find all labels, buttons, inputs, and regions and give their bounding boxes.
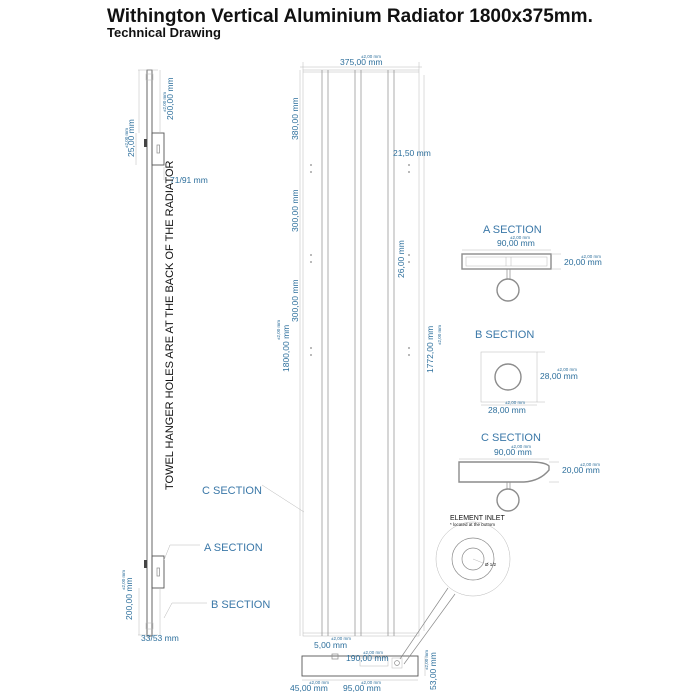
side-view — [135, 69, 165, 637]
section-a-depth-tolerance: ±2,00 mm — [581, 254, 601, 259]
bottom-45-tolerance: ±2,00 mm — [309, 680, 329, 685]
section-b-width: 28,00 mm — [488, 405, 526, 415]
bottom-53-tolerance: ±2,00 mm — [424, 650, 429, 670]
bottom-95-tolerance: ±2,00 mm — [361, 680, 381, 685]
section-c-depth-tolerance: ±2,00 mm — [580, 462, 600, 467]
page-title: Withington Vertical Aluminium Radiator 1… — [107, 6, 593, 27]
bottom-dim-5: 5,00 mm — [314, 640, 347, 650]
towel-hanger-note: TOWEL HANGER HOLES ARE AT THE BACK OF TH… — [164, 160, 176, 490]
element-inlet-label: ELEMENT INLET — [450, 515, 505, 522]
inlet-magnifier-circle — [435, 521, 511, 597]
element-inlet-note: * located at the bottom — [450, 522, 495, 527]
bottom-5-tolerance: ±2,00 mm — [331, 636, 351, 641]
front-width: 375,00 mm — [340, 57, 383, 67]
section-c-width: 90,00 mm — [494, 447, 532, 457]
section-b-tube — [494, 363, 522, 391]
side-top-centers: 71/91 mm — [170, 175, 208, 185]
side-offset-tolerance: ±2,00 mm — [124, 128, 129, 148]
section-a-width-tolerance: ±2,00 mm — [510, 235, 530, 240]
bottom-dim-45: 45,00 mm — [290, 683, 328, 693]
bottom-view-outline — [301, 655, 419, 677]
section-a-depth: 20,00 mm — [564, 257, 602, 267]
section-c-tube — [496, 488, 520, 512]
side-offset-dimension: 25,00 mm — [126, 119, 136, 157]
side-bottom-dimension: 200,00 mm — [124, 577, 134, 620]
bottom-dim-53: 53,00 mm — [428, 652, 438, 690]
front-seg1: 380,00 mm — [290, 97, 300, 140]
side-top-dimension: 200,00 mm — [165, 77, 175, 120]
section-b-label: B SECTION — [475, 329, 534, 341]
top-wall-bracket — [151, 132, 165, 166]
side-bottom-centers: 33/53 mm — [141, 633, 179, 643]
top-hanger-hole — [144, 139, 147, 147]
front-view — [299, 62, 425, 637]
bottom-wall-bracket — [151, 555, 165, 589]
side-bottom-tolerance: ±2,00 mm — [121, 570, 126, 590]
section-a-width: 90,00 mm — [497, 238, 535, 248]
section-a-tube — [496, 278, 520, 302]
section-b-profile — [480, 351, 538, 403]
side-top-tolerance: ±2,00 mm — [162, 92, 167, 112]
element-inlet-detail — [399, 521, 511, 665]
front-inner-height-tolerance: ±2,00 mm — [437, 325, 442, 345]
front-tube-width: 21,50 mm — [393, 148, 431, 158]
section-c-depth: 20,00 mm — [562, 465, 600, 475]
section-b-height-tolerance: ±2,00 mm — [557, 367, 577, 372]
front-seg3: 300,00 mm — [290, 279, 300, 322]
page-subtitle: Technical Drawing — [107, 25, 221, 40]
callout-c-section: C SECTION — [202, 485, 262, 497]
bottom-190-tolerance: ±2,00 mm — [363, 650, 383, 655]
element-inlet-diameter: Ø 1/2 — [485, 562, 497, 567]
front-total-height-tolerance: ±2,00 mm — [276, 320, 281, 340]
side-profile — [146, 69, 153, 637]
callout-a-section: A SECTION — [204, 542, 263, 554]
callout-b-section: B SECTION — [211, 599, 270, 611]
front-total-height: 1800,00 mm — [281, 325, 291, 372]
section-c-profile — [458, 461, 550, 512]
bottom-dim-190: 190,00 mm — [346, 653, 389, 663]
section-c-width-tolerance: ±2,00 mm — [511, 444, 531, 449]
section-c-label: C SECTION — [481, 432, 541, 444]
front-seg2: 300,00 mm — [290, 189, 300, 232]
section-b-height: 28,00 mm — [540, 371, 578, 381]
section-a-profile — [461, 253, 552, 302]
bottom-view — [301, 653, 426, 681]
front-inner-height: 1772,00 mm — [425, 326, 435, 373]
bottom-dim-95: 95,00 mm — [343, 683, 381, 693]
front-width-tolerance: ±2,00 mm — [361, 54, 381, 59]
section-a-label: A SECTION — [483, 224, 542, 236]
front-tube-gap: 26,00 mm — [396, 240, 406, 278]
section-b-width-tolerance: ±2,00 mm — [505, 400, 525, 405]
bottom-hanger-hole — [144, 560, 147, 568]
